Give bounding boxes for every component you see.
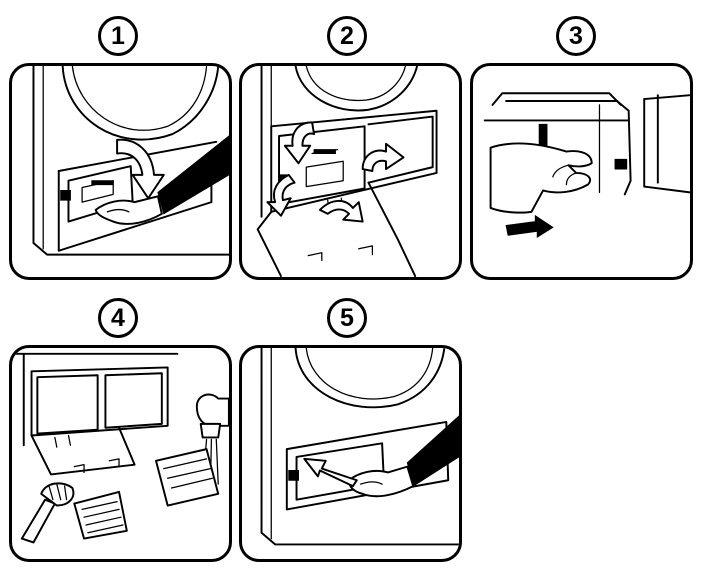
hand bbox=[94, 195, 163, 225]
sleeve bbox=[157, 135, 229, 215]
step-2-panel bbox=[239, 63, 462, 280]
step-3-illustration bbox=[483, 92, 690, 239]
pull-direction-arrow bbox=[505, 214, 554, 239]
step-number-badge: 5 bbox=[327, 298, 367, 338]
step-number-badge: 3 bbox=[556, 16, 596, 56]
machine-front bbox=[260, 66, 272, 218]
water-tap bbox=[195, 393, 229, 439]
hand bbox=[489, 142, 593, 214]
latch-right bbox=[614, 158, 628, 170]
step-4-illustration bbox=[12, 352, 229, 544]
step-5-illustration bbox=[260, 348, 459, 546]
filter-cartridge bbox=[483, 92, 632, 196]
open-direction-arrow bbox=[116, 138, 165, 200]
unlock-arrows bbox=[266, 121, 405, 223]
step-2-illustration bbox=[256, 66, 438, 277]
machine-base bbox=[12, 352, 179, 447]
closed-hatch bbox=[285, 420, 450, 511]
step-1-illustration bbox=[32, 66, 229, 256]
step-1-panel bbox=[9, 63, 232, 280]
step-number-badge: 2 bbox=[327, 16, 367, 56]
latch-top bbox=[538, 123, 548, 147]
drum-door bbox=[294, 66, 419, 112]
step-5-panel bbox=[239, 345, 462, 562]
filter-being-brushed bbox=[73, 490, 128, 540]
step-3-panel bbox=[470, 63, 693, 280]
drum-door bbox=[61, 66, 220, 141]
filter-being-rinsed bbox=[155, 448, 220, 507]
machine-front bbox=[32, 66, 229, 256]
hand bbox=[348, 465, 415, 498]
step-4-panel bbox=[9, 345, 232, 562]
latch-top bbox=[313, 149, 336, 154]
open-hatch bbox=[30, 426, 136, 476]
cleaning-brush bbox=[20, 482, 75, 544]
machine-front bbox=[260, 348, 459, 546]
drum-door bbox=[294, 348, 446, 409]
close-direction-arrow bbox=[303, 457, 358, 488]
step-number-badge: 1 bbox=[98, 16, 138, 56]
machine-side bbox=[643, 94, 690, 194]
step-number-badge: 4 bbox=[98, 298, 138, 338]
sleeve bbox=[406, 415, 459, 487]
